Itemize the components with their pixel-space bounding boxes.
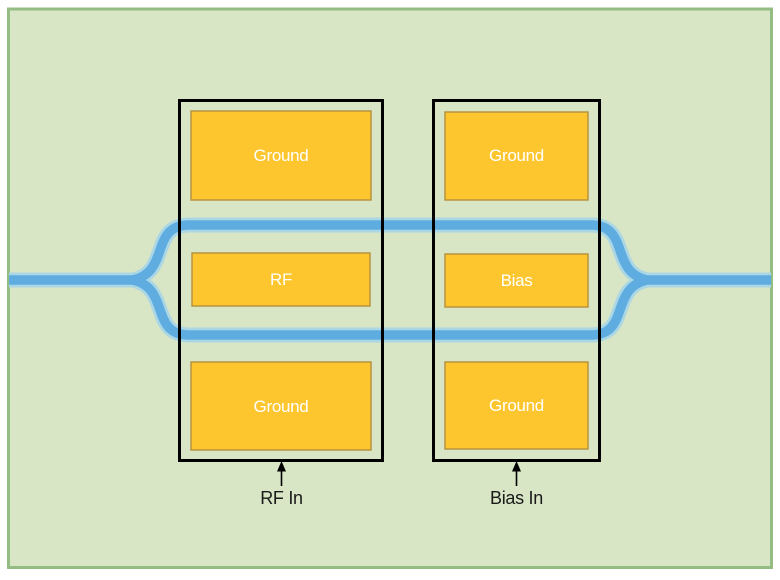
bias-in-callout: Bias In: [490, 461, 543, 508]
bias-ground-top-label: Ground: [489, 146, 544, 165]
bias-ground-top-pad: [444, 111, 589, 201]
rf-in-callout: RF In: [260, 461, 303, 508]
rf-in-arrow-icon: [277, 461, 286, 472]
waveguide-upper-arm: [131, 220, 649, 285]
rf-signal-label: RF: [270, 270, 292, 289]
bias-in-label: Bias In: [490, 488, 543, 508]
rf-in-label: RF In: [260, 488, 303, 508]
bias-electrode-box: [432, 99, 601, 462]
bias-signal-pad: [444, 253, 589, 308]
rf-ground-bottom-pad: [190, 361, 372, 451]
bias-electrode-group: Ground Bias Ground: [432, 99, 601, 462]
rf-electrode-group: Ground RF Ground: [178, 99, 384, 462]
rf-ground-top-label: Ground: [254, 146, 309, 165]
waveguide-lower-arm: [131, 275, 649, 340]
rf-ground-bottom-label: Ground: [254, 397, 309, 416]
bias-in-arrow-icon: [512, 461, 521, 472]
rf-electrode-box: [178, 99, 384, 462]
substrate-background: [7, 7, 773, 569]
bias-signal-label: Bias: [501, 271, 533, 290]
waveguide: [9, 220, 771, 340]
bias-ground-bottom-pad: [444, 361, 589, 450]
rf-signal-pad: [191, 252, 371, 307]
bias-ground-bottom-label: Ground: [489, 396, 544, 415]
rf-ground-top-pad: [190, 110, 372, 201]
